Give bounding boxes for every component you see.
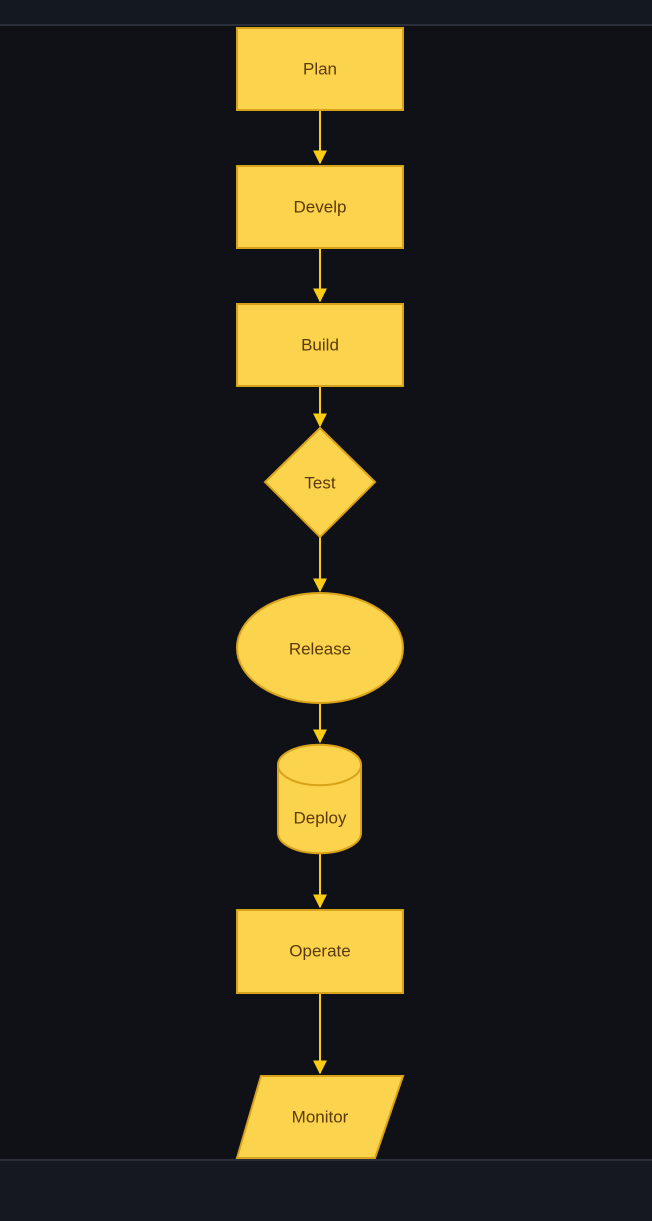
node-develop[interactable]: Develp [236, 165, 404, 249]
node-monitor[interactable]: Monitor [235, 1075, 405, 1159]
node-build[interactable]: Build [236, 303, 404, 387]
node-operate[interactable]: Operate [236, 909, 404, 994]
node-deploy[interactable]: Deploy [277, 743, 362, 855]
bottom-panel [0, 1159, 652, 1221]
node-develop-label: Develp [294, 197, 347, 216]
node-release[interactable]: Release [236, 592, 404, 704]
node-monitor-label: Monitor [292, 1107, 349, 1126]
node-operate-label: Operate [289, 941, 350, 960]
top-toolbar [0, 0, 652, 26]
node-deploy-label: Deploy [294, 808, 347, 827]
node-build-label: Build [301, 335, 339, 354]
node-plan[interactable]: Plan [236, 27, 404, 111]
node-test-label: Test [304, 473, 335, 492]
node-plan-label: Plan [303, 59, 337, 78]
node-test[interactable]: Test [263, 426, 377, 539]
node-release-label: Release [289, 639, 351, 658]
